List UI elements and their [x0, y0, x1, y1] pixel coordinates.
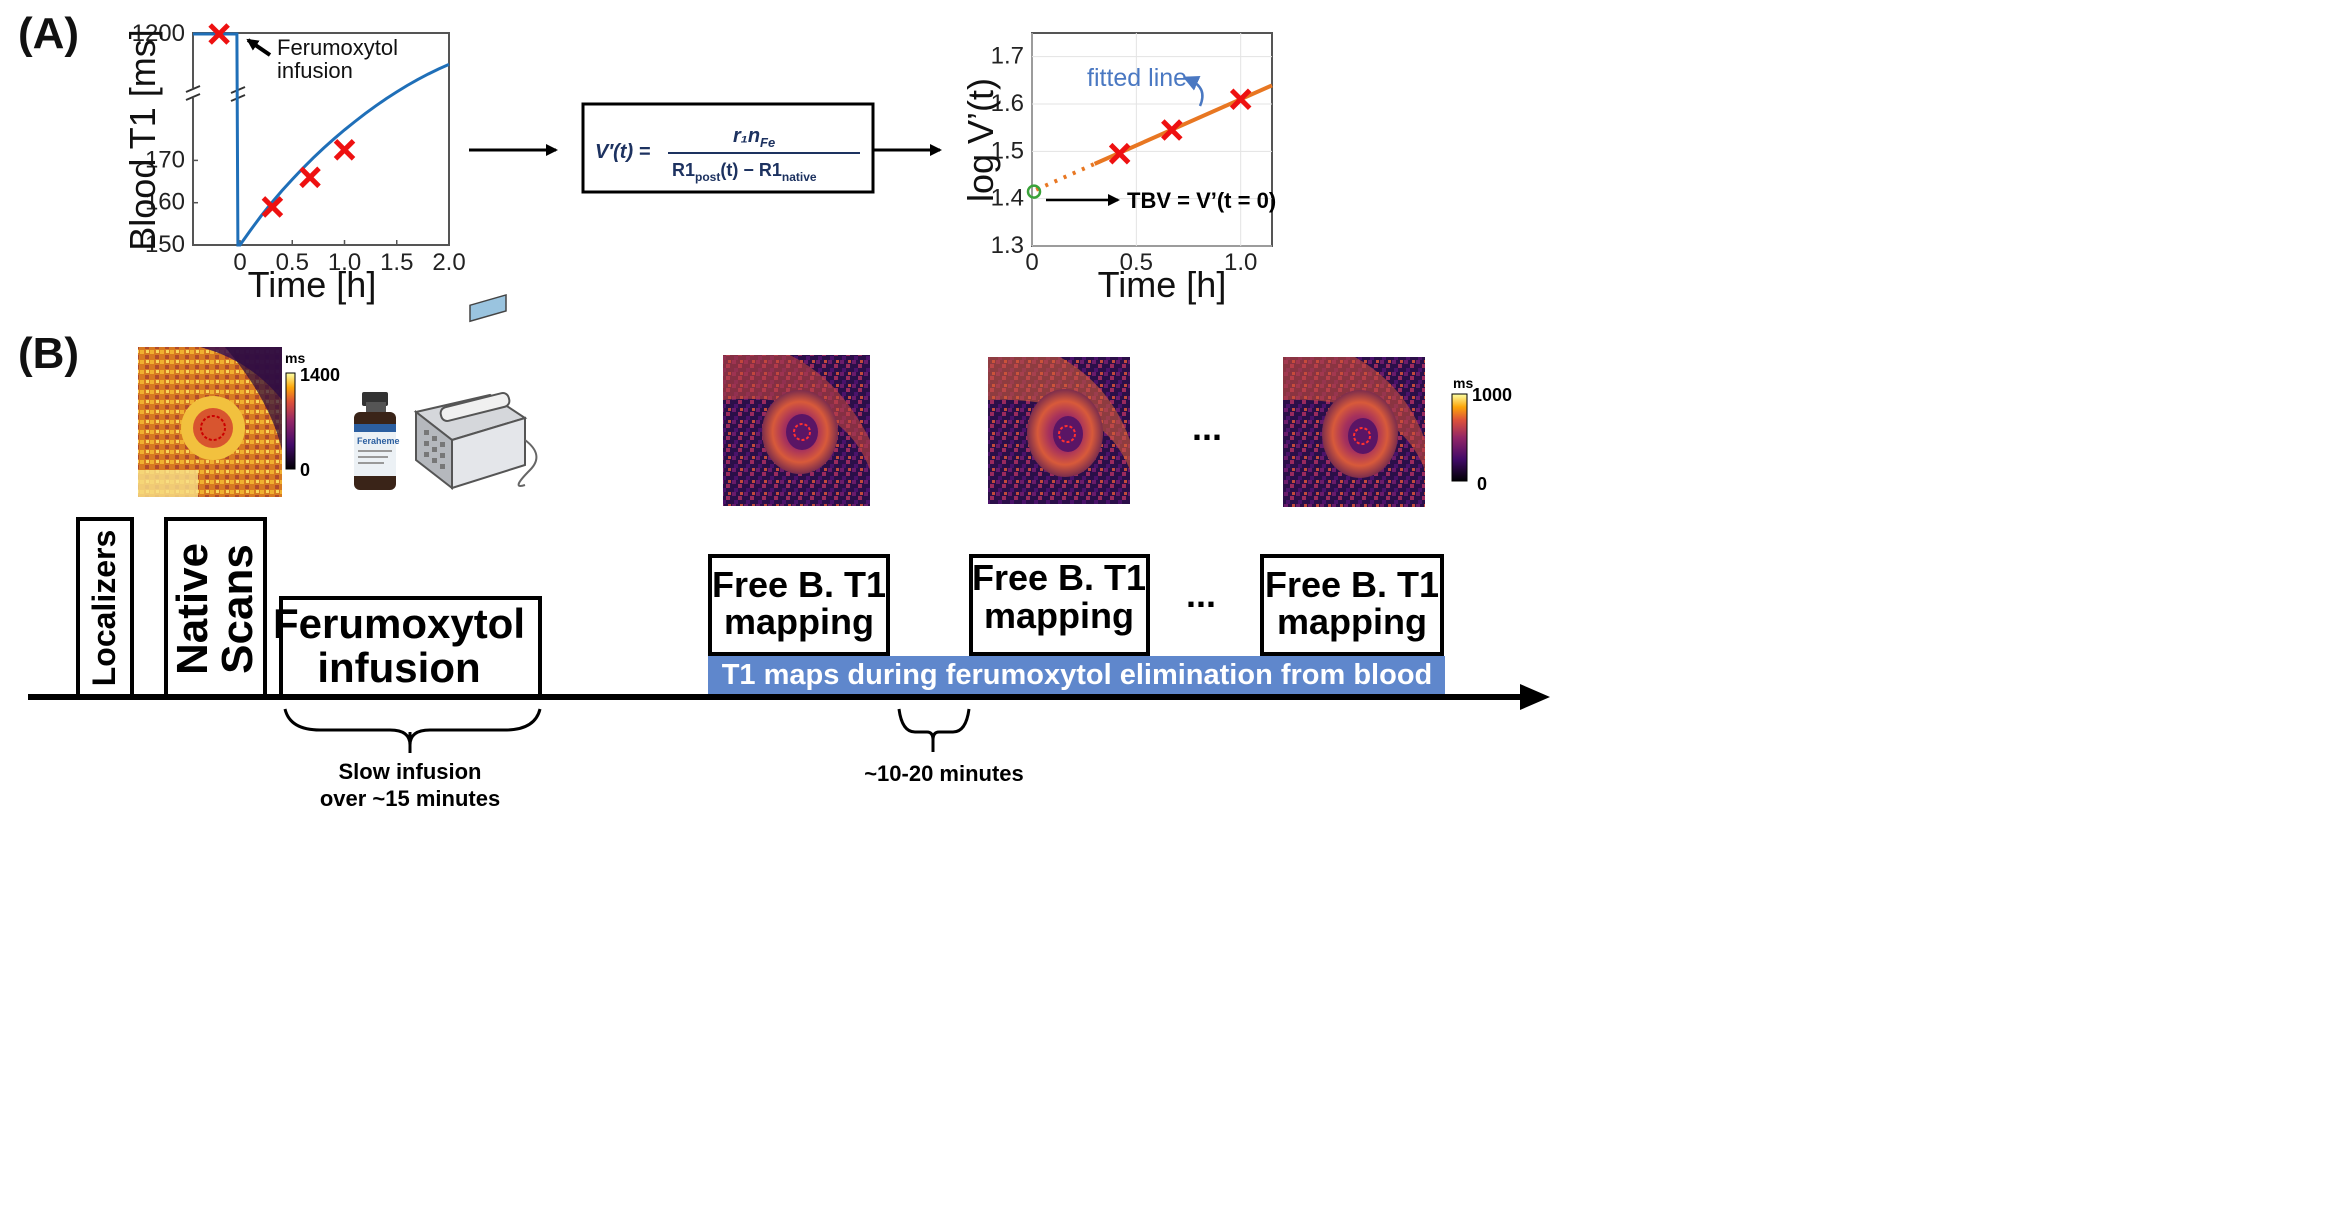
free-breathing-mapping-box-1: Free B. T1 mapping: [708, 554, 890, 656]
x-tick-label: 0: [233, 249, 246, 276]
data-marker-x: [261, 196, 284, 218]
t1-map-image-3: [1283, 357, 1425, 507]
svg-text:Free B. T1: Free B. T1: [972, 557, 1146, 598]
timeline-ellipsis: ...: [1186, 574, 1216, 615]
t1-plot-frame: [192, 32, 450, 246]
panel-b-label: (B): [18, 329, 79, 378]
free-breathing-mapping-box-3: Free B. T1 mapping: [1260, 554, 1444, 656]
data-marker-x: [299, 166, 321, 189]
infusion-duration-brace: Slow infusion over ~15 minutes: [283, 708, 542, 811]
feraheme-vial-image: Feraheme: [354, 392, 400, 490]
equation-lhs: V′(t) =: [595, 141, 651, 163]
infusion-annotation-line1: Ferumoxytol: [277, 35, 398, 60]
x-tick-label: 2.0: [432, 249, 465, 276]
t1-map-image-2: [988, 357, 1130, 504]
t1-chart: 1200 170 160 150 0 0.5 1.0 1.5 2.0 Blood T1 [ms…: [122, 20, 466, 305]
svg-text:over ~15 minutes: over ~15 minutes: [320, 786, 500, 811]
x-tick-label: 1.0: [1224, 249, 1257, 276]
data-marker-x: [333, 139, 356, 161]
svg-text:Localizers: Localizers: [86, 530, 122, 687]
y-tick-label: 1.4: [991, 185, 1024, 212]
timeline-axis: [28, 684, 1550, 710]
tbv-label: TBV = V’(t = 0): [1127, 188, 1276, 213]
svg-text:Native: Native: [168, 543, 217, 675]
y-tick-label: 150: [145, 231, 185, 258]
logv-chart: 1.3 1.4 1.5 1.6 1.7 0 0.5 1.0 log V’(t) Time […: [960, 32, 1276, 305]
infusion-pump-image: [413, 293, 538, 491]
data-marker-x: [1229, 88, 1252, 111]
left-colorbar: ms 1400 0: [285, 350, 340, 480]
svg-text:Free B. T1: Free B. T1: [712, 564, 886, 605]
x-tick-label: 1.0: [328, 249, 361, 276]
native-scans-box: Native Scans: [164, 517, 267, 698]
fit-line-extrapolated: [1035, 162, 1096, 192]
y-tick-label: 1.3: [991, 232, 1024, 259]
native-t1-map-image: [138, 347, 282, 497]
svg-text:Slow infusion: Slow infusion: [339, 759, 482, 784]
svg-text:mapping: mapping: [1277, 601, 1427, 642]
logv-y-axis-label: log V’(t): [960, 78, 1001, 202]
t1-curve-line: [193, 32, 450, 247]
svg-text:0: 0: [300, 460, 310, 480]
fitted-line-label: fitted line: [1087, 64, 1187, 92]
data-marker-x: [208, 23, 230, 45]
data-marker-x: [1161, 119, 1183, 141]
equation-box: V′(t) = r₁nFe R1post(t) − R1native: [581, 102, 875, 194]
t1-x-axis-label: Time [h]: [248, 264, 377, 305]
x-tick-label: 0.5: [276, 249, 309, 276]
y-tick-label: 1.7: [991, 43, 1024, 70]
free-breathing-mapping-box-2: Free B. T1 mapping: [969, 554, 1150, 656]
interval-brace: ~10-20 minutes: [864, 708, 1024, 786]
svg-text:Feraheme: Feraheme: [357, 436, 400, 446]
svg-text:T1 maps during ferumoxytol eli: T1 maps during ferumoxytol elimination f…: [722, 659, 1433, 691]
svg-text:infusion: infusion: [317, 644, 480, 691]
panel-a-label: (A): [18, 9, 79, 58]
localizers-box: Localizers: [76, 517, 134, 698]
svg-text:ms: ms: [285, 350, 305, 366]
image-row-ellipsis: ...: [1192, 407, 1222, 448]
t1-map-image-1: [723, 355, 870, 506]
svg-text:~10-20 minutes: ~10-20 minutes: [864, 761, 1024, 786]
data-marker-x: [1108, 142, 1131, 165]
svg-text:0: 0: [1477, 474, 1487, 494]
svg-text:Scans: Scans: [213, 544, 262, 674]
x-tick-label: 0: [1025, 249, 1038, 276]
y-tick-label: 1.6: [991, 90, 1024, 117]
fitted-line-pointer: [1182, 75, 1204, 107]
t1-y-axis-label: Blood T1 [ms]: [122, 29, 163, 250]
svg-text:mapping: mapping: [724, 601, 874, 642]
svg-text:1000: 1000: [1472, 385, 1512, 405]
svg-text:Ferumoxytol: Ferumoxytol: [273, 600, 525, 647]
y-axis-break-icon: [185, 85, 202, 101]
elimination-banner: T1 maps during ferumoxytol elimination f…: [708, 656, 1445, 695]
svg-text:ms: ms: [1453, 375, 1473, 391]
x-tick-label: 1.5: [380, 249, 413, 276]
y-tick-label: 1200: [132, 20, 185, 47]
equation-denominator: R1post(t) − R1native: [672, 160, 817, 184]
svg-text:mapping: mapping: [984, 595, 1134, 636]
y-tick-label: 1.5: [991, 137, 1024, 164]
logv-x-axis-label: Time [h]: [1098, 264, 1227, 305]
infusion-annotation-line2: infusion: [277, 58, 353, 83]
infusion-annotation-arrow: [246, 38, 272, 57]
right-colorbar: ms 1000 0: [1451, 375, 1512, 494]
ferumoxytol-infusion-box: Ferumoxytol infusion: [273, 596, 542, 698]
svg-text:1400: 1400: [300, 365, 340, 385]
y-tick-label: 170: [145, 146, 185, 173]
y-tick-label: 160: [145, 189, 185, 216]
x-tick-label: 0.5: [1120, 249, 1153, 276]
svg-text:Free B. T1: Free B. T1: [1265, 564, 1439, 605]
intercept-marker: [1026, 184, 1042, 199]
equation-numerator: r₁nFe: [733, 125, 775, 150]
